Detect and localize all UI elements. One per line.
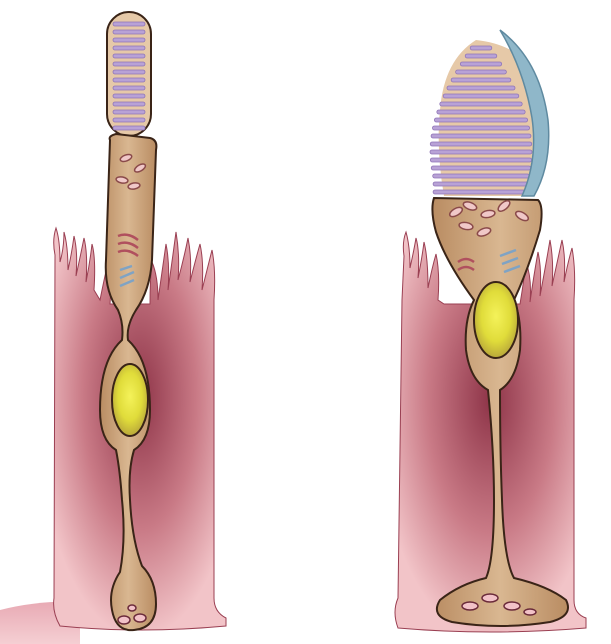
rod-disc: [113, 118, 145, 122]
rod-disc: [113, 62, 145, 66]
cone-disc: [430, 142, 532, 146]
rod-disc: [113, 46, 145, 50]
cone-disc: [432, 126, 529, 130]
rod-disc: [113, 70, 145, 74]
cone-disc: [433, 174, 530, 178]
cone-disc: [443, 94, 519, 98]
cone-disc: [460, 62, 501, 66]
cone-cell-group: [395, 30, 586, 632]
cone-disc: [470, 46, 492, 50]
cone-disc: [431, 166, 531, 170]
rod-disc: [113, 110, 145, 114]
cone-disc: [465, 54, 497, 58]
cone-disc: [430, 158, 531, 162]
rod-outer-segment: [107, 12, 151, 136]
cone-disc: [447, 86, 515, 90]
rod-disc: [113, 38, 145, 42]
cone-disc: [451, 78, 511, 82]
cone-disc: [437, 110, 525, 114]
cone-disc: [430, 150, 532, 154]
cone-disc: [456, 70, 507, 74]
cone-disc: [431, 134, 531, 138]
rod-disc: [113, 78, 145, 82]
rod-disc: [113, 54, 145, 58]
rod-disc: [113, 22, 145, 26]
cone-disc: [433, 182, 529, 186]
cone-disc: [440, 102, 522, 106]
rod-disc: [113, 30, 145, 34]
rod-cell-group: [54, 12, 226, 630]
cone-disc: [433, 190, 529, 194]
rod-disc: [113, 86, 145, 90]
rod-disc: [113, 126, 145, 130]
cone-outer-segment: [430, 30, 549, 196]
cone-nucleus: [474, 282, 518, 358]
rod-nucleus: [112, 364, 148, 436]
rod-disc: [113, 102, 145, 106]
cone-disc: [434, 118, 527, 122]
rod-disc: [113, 94, 145, 98]
